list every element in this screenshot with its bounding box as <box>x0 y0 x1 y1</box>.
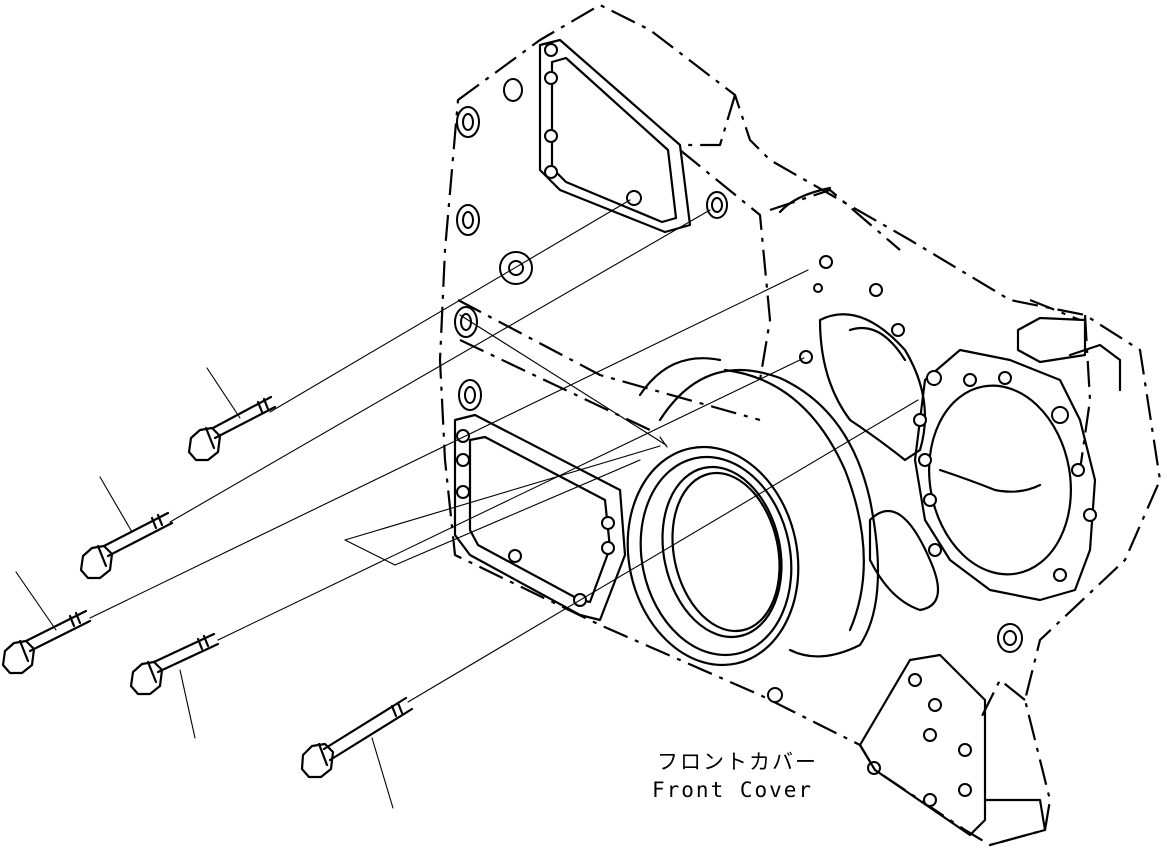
bolt-2 <box>79 476 174 580</box>
seal-boss <box>638 357 880 658</box>
upper-gasket-plate <box>538 38 692 234</box>
front-cover-label-japanese: フロントカバー <box>657 750 818 774</box>
bolt-4 <box>129 632 220 739</box>
crankshaft-oil-seal <box>626 445 800 667</box>
bolt-1 <box>187 367 277 462</box>
upper-right-bracket <box>778 186 1122 392</box>
lower-right-mounting-plate <box>858 653 1047 847</box>
gear-openings <box>767 255 1097 775</box>
assembly-guide-lines <box>89 199 919 703</box>
left-flange-bosses <box>454 78 728 411</box>
front-cover-label-english: Front Cover <box>652 778 814 802</box>
bolt-3 <box>1 571 92 675</box>
bolt-5 <box>300 696 414 809</box>
lower-gasket-plate <box>453 413 627 622</box>
